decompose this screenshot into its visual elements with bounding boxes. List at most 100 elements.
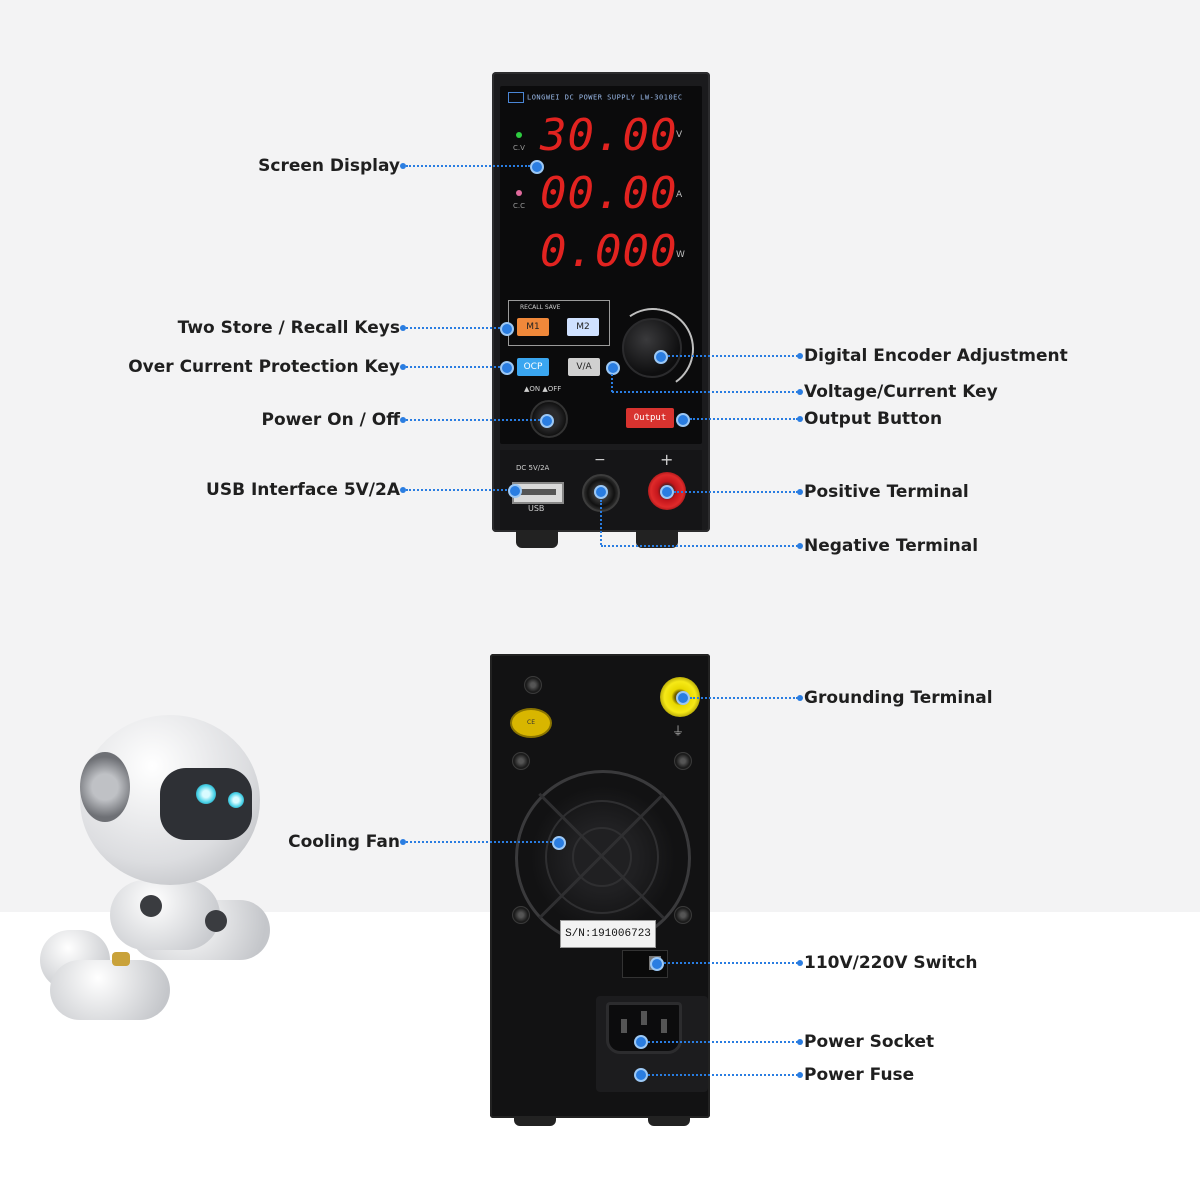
callout-line [601,545,798,547]
callout-line [612,391,798,393]
brand-name: LONGWEI [527,93,561,102]
digital-encoder-knob[interactable] [622,318,682,378]
callout-target [500,322,514,336]
callout-dot [797,389,803,395]
callout-target [606,361,620,375]
callout-output: Output Button [804,409,943,429]
usb-label: USB [528,504,545,513]
socket-pin [641,1011,647,1025]
ocp-key[interactable]: OCP [517,358,549,376]
m2-key[interactable]: M2 [567,318,599,336]
callout-line [611,374,613,392]
callout-dot [797,695,803,701]
front-foot-left [516,530,558,548]
callout-ocp: Over Current Protection Key [128,357,400,377]
callout-dot [400,364,406,370]
callout-line [406,419,540,421]
callout-line [664,962,798,964]
usb-header-label: DC 5V/2A [516,464,550,472]
callout-dot [797,416,803,422]
model-name: DC POWER SUPPLY LW-3010EC [564,93,683,102]
robot-gold-part [112,952,130,966]
fan-guard-ring [572,827,632,887]
callout-target [650,957,664,971]
power-readout: 0.000 [540,226,678,277]
back-foot-left [514,1116,556,1126]
brand-logo-icon [508,92,524,103]
callout-line [648,1041,798,1043]
callout-target [552,836,566,850]
robot-joint [205,910,227,932]
robot-eye-icon [228,792,244,808]
callout-power-onoff: Power On / Off [261,410,401,430]
callout-dot [400,417,406,423]
cv-led-icon [516,132,522,138]
callout-line [690,697,798,699]
cc-led-icon [516,190,522,196]
callout-dot [400,839,406,845]
power-onoff-legend: ▲ON ▲OFF [524,385,562,393]
callout-dot [797,960,803,966]
callout-target [594,485,608,499]
voltage-readout: 30.00 [540,110,678,161]
callout-digital-encoder: Digital Encoder Adjustment [804,346,1068,366]
current-unit: A [676,190,683,200]
callout-target [654,350,668,364]
screw-icon [512,906,530,924]
certification-badge: CE [510,708,552,738]
callout-voltage-switch: 110V/220V Switch [804,953,978,973]
callout-voltage-current: Voltage/Current Key [804,382,998,402]
cc-label: C.C [513,202,526,210]
callout-line [406,489,510,491]
callout-target [660,485,674,499]
callout-usb: USB Interface 5V/2A [206,480,400,500]
callout-target [540,414,554,428]
robot-eye-icon [196,784,216,804]
screw-icon [512,752,530,770]
callout-target [508,484,522,498]
callout-cooling-fan: Cooling Fan [288,832,400,852]
serial-sticker: S/N:191006723 [560,920,656,948]
callout-dot [400,163,406,169]
front-panel [500,86,702,444]
robot-ear [80,752,130,822]
callout-power-fuse: Power Fuse [804,1065,915,1085]
minus-sign: − [594,452,606,468]
callout-target [676,691,690,705]
callout-dot [797,543,803,549]
current-readout: 00.00 [540,168,678,219]
screw-icon [674,906,692,924]
cv-label: C.V [513,144,525,152]
callout-target [500,361,514,375]
m1-key[interactable]: M1 [517,318,549,336]
callout-line [600,500,602,545]
callout-dot [797,1039,803,1045]
callout-line [406,841,552,843]
callout-dot [797,1072,803,1078]
screw-icon [674,752,692,770]
callout-dot [797,489,803,495]
callout-dot [797,353,803,359]
screw-icon [524,676,542,694]
socket-pin [621,1019,627,1033]
fan-guard-ring [545,800,659,914]
callout-line [648,1074,798,1076]
callout-line [668,355,798,357]
voltage-unit: V [676,130,683,140]
callout-positive: Positive Terminal [804,482,969,502]
callout-target [634,1068,648,1082]
callout-negative: Negative Terminal [804,536,979,556]
callout-target [634,1035,648,1049]
output-button[interactable]: Output [626,408,674,428]
voltage-current-key[interactable]: V/A [568,358,600,376]
robot-leg [50,960,170,1020]
callout-line [674,491,798,493]
recall-save-label: RECALL SAVE [520,304,561,311]
back-foot-right [648,1116,690,1126]
callout-dot [400,487,406,493]
callout-line [690,418,798,420]
callout-power-socket: Power Socket [804,1032,935,1052]
brand-header: LONGWEI DC POWER SUPPLY LW-3010EC [508,92,698,106]
robot-body [110,880,220,950]
callout-dot [400,325,406,331]
